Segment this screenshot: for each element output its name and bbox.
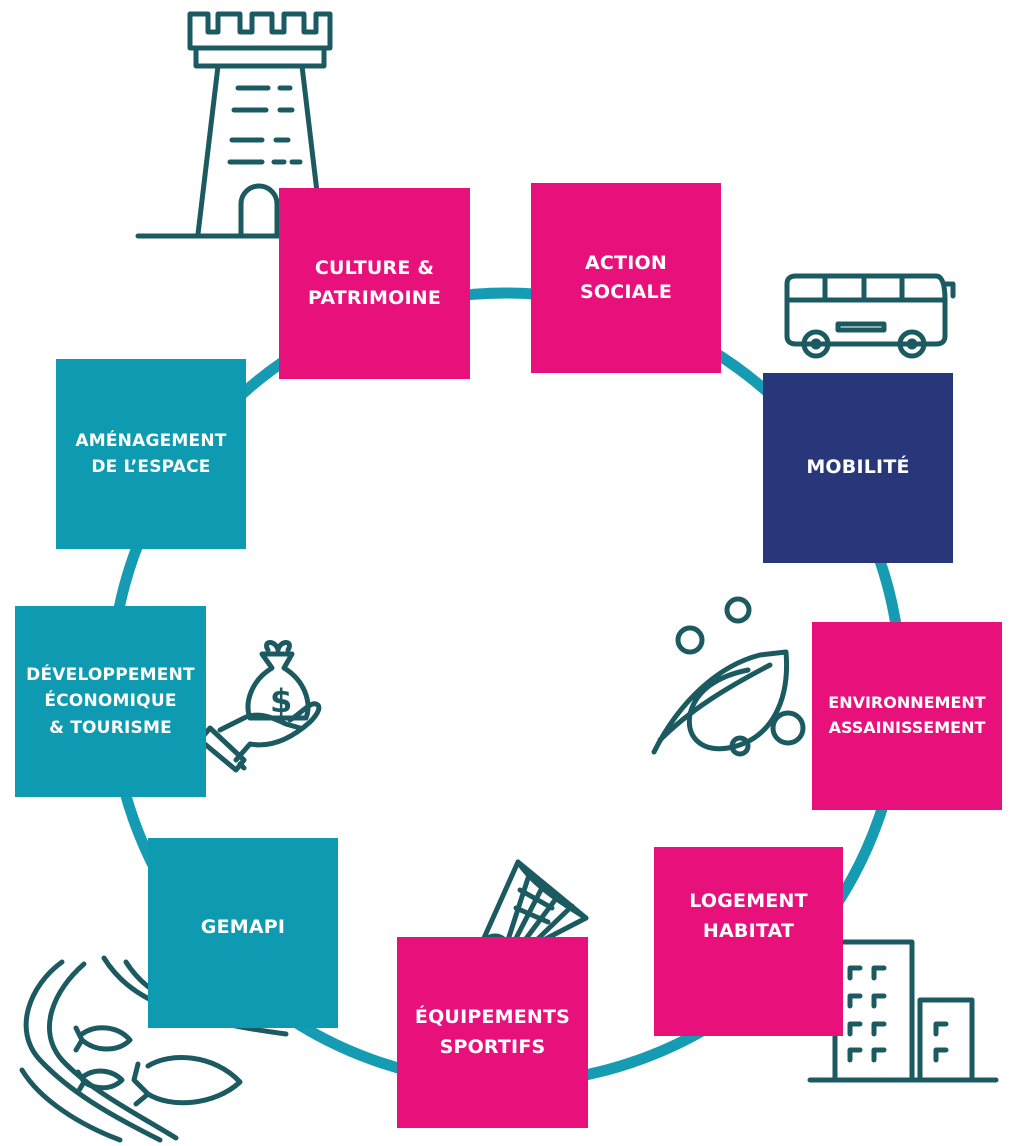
gemapi-label: GEMAPI (201, 913, 285, 942)
gemapi-box[interactable]: GEMAPI (148, 838, 338, 1028)
logement-label: LOGEMENT HABITAT (689, 887, 808, 946)
money-bag-hand-icon: $ (197, 640, 322, 773)
logement-line-2: HABITAT (702, 919, 795, 942)
gemapi-line-1: GEMAPI (200, 916, 286, 939)
equipements-sportifs-box[interactable]: ÉQUIPEMENTS SPORTIFS (397, 937, 588, 1128)
developpement-line-3: & TOURISME (49, 717, 172, 738)
environnement-line-1: ENVIRONNEMENT (828, 693, 986, 713)
amenagement-espace-box[interactable]: AMÉNAGEMENT DE L’ESPACE (56, 359, 246, 549)
mobilite-line-1: MOBILITÉ (806, 456, 910, 479)
developpement-line-2: ÉCONOMIQUE (44, 691, 177, 712)
logement-line-1: LOGEMENT (689, 890, 808, 913)
logement-habitat-box[interactable]: LOGEMENT HABITAT (654, 847, 843, 1036)
culture-patrimoine-box[interactable]: CULTURE & PATRIMOINE (279, 188, 470, 379)
action-sociale-box[interactable]: ACTION SOCIALE (531, 183, 721, 373)
leaf-icon (651, 596, 806, 757)
mobilite-label: MOBILITÉ (806, 453, 909, 482)
environnement-label: ENVIRONNEMENT ASSAINISSEMENT (828, 691, 985, 741)
environnement-assainissement-box[interactable]: ENVIRONNEMENT ASSAINISSEMENT (812, 622, 1002, 810)
action-sociale-label: ACTION SOCIALE (580, 249, 672, 308)
culture-line-1: CULTURE & (314, 257, 435, 280)
equipements-line-1: ÉQUIPEMENTS (414, 1006, 571, 1029)
environnement-line-2: ASSAINISSEMENT (828, 718, 986, 737)
amenagement-line-1: AMÉNAGEMENT (75, 430, 227, 451)
developpement-label: DÉVELOPPEMENT ÉCONOMIQUE & TOURISME (26, 662, 195, 741)
mobilite-box[interactable]: MOBILITÉ (763, 373, 953, 563)
bus-icon (784, 273, 956, 359)
equipements-line-2: SPORTIFS (439, 1035, 546, 1058)
culture-line-2: PATRIMOINE (307, 286, 442, 309)
river-fish-icon (19, 955, 289, 1143)
amenagement-label: AMÉNAGEMENT DE L’ESPACE (75, 428, 226, 481)
building-icon (807, 939, 999, 1083)
action-line-1: ACTION (585, 251, 667, 274)
action-line-2: SOCIALE (579, 281, 673, 303)
equipements-label: ÉQUIPEMENTS SPORTIFS (415, 1003, 570, 1062)
developpement-line-1: DÉVELOPPEMENT (26, 664, 195, 685)
amenagement-line-2: DE L’ESPACE (91, 457, 211, 477)
culture-patrimoine-label: CULTURE & PATRIMOINE (308, 254, 441, 313)
developpement-economique-box[interactable]: DÉVELOPPEMENT ÉCONOMIQUE & TOURISME (15, 606, 206, 797)
svg-text:$: $ (270, 682, 292, 720)
